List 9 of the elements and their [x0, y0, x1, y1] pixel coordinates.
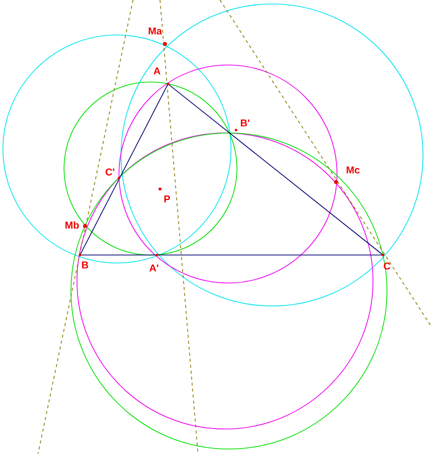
- point-label: C': [106, 168, 114, 176]
- point-label: Mc: [346, 166, 360, 174]
- point-label: B: [82, 262, 88, 268]
- point-label: P: [164, 196, 170, 202]
- point-label: B': [240, 120, 250, 126]
- point-label: Ma: [148, 28, 162, 34]
- point-label: A': [149, 264, 158, 272]
- point-label: Mb: [65, 221, 79, 229]
- point-label: A: [154, 68, 160, 74]
